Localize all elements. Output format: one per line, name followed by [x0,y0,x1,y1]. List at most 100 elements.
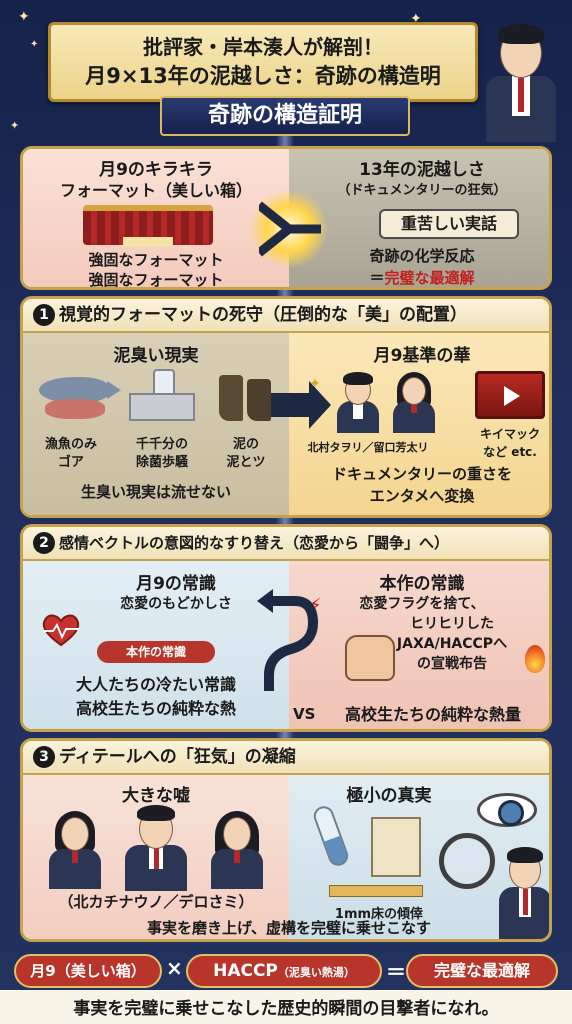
merge-arrow-icon [259,201,321,257]
section2-right-line4: の宣戦布告 [417,656,487,672]
equation-term1: 月9（美しい箱） [14,954,162,988]
section1-number: 1 [33,304,55,326]
bottle-label2: 除菌歩騒 [135,455,188,470]
notebook-icon [371,817,421,877]
flame-icon [525,645,545,673]
boot-icon [247,379,271,421]
this-work-pill: 本作の常識 [97,641,215,663]
section2-right-footer: 高校生たちの純粋な熱量 [344,705,521,724]
title-banner: 批評家・岸本湊人が解剖！ 月9×13年の泥越しさ：奇跡の構造明 [48,22,478,102]
fish-label1: 漁魚のみ [44,437,97,452]
title-line1: 批評家・岸本湊人が解剖！ [143,35,383,59]
student-girl-illustration [45,809,105,889]
star-icon: ✦ [410,11,422,27]
section2-number: 2 [33,532,55,554]
section1-right: 月9基準の華 ✦ 北村タヲリ／留口芳太リ キイマック など etc. ドキュメン… [289,333,549,515]
intro-left: 月9のキラキラ フォーマット（美しい箱） 強固なフォーマット 強固なフォーマット [23,149,289,287]
section1-heading-text: 視覚的フォーマットの死守（圧倒的な「美」の配置） [59,305,467,325]
section2-right-line2: ヒリヒリした [410,616,494,632]
intro-left-title1: 月9のキラキラ [99,160,213,180]
meat-icon [45,399,105,419]
video-screen-icon [475,371,545,419]
perfect-solution-text: 完璧な最適解 [384,269,475,287]
section2-heading-text: 感情ベクトルの意図的なすり替え（恋愛から「闘争」へ） [59,534,450,552]
intro-right: 13年の泥越しさ （ドキュメンタリーの狂気） 重苦しい実話 奇跡の化学反応 ＝完… [289,149,549,287]
equation-op2: ＝ [386,960,406,984]
section1-right-footer1: ドキュメンタリーの重さを [331,465,512,483]
eye-icon [477,793,537,827]
star-icon: ✦ [10,119,20,132]
ruler-icon [329,885,423,897]
footer-bar [0,990,572,1024]
actress-illustration [389,371,439,433]
student-girl-illustration [207,809,267,889]
stage-curtain-icon [83,205,213,247]
intro-left-title2: フォーマット（美しい箱） [59,181,252,200]
section3-left-title: 大きな嘘 [122,786,190,806]
intro-right-title2: （ドキュメンタリーの狂気） [337,183,507,198]
intro-right-line2: ＝完璧な最適解 [289,267,549,287]
fist-icon [345,635,395,681]
section3-left-names: （北カチナウノ／デロさミ） [58,893,254,911]
section2-left-line1: 大人たちの冷たい常識 [75,675,236,694]
intro-right-title1: 13年の泥越しさ [359,160,485,180]
bottle-label1: 千千分の [135,437,188,452]
intro-panel: 月9のキラキラ フォーマット（美しい箱） 強固なフォーマット 強固なフォーマット… [20,146,552,290]
student-boy-illustration [121,801,191,891]
equation-op1: × [166,956,183,980]
tray-icon [129,393,195,421]
footer-text: 事実を完璧に乗せこなした歴史的瞬間の目撃者になれ。 [73,999,499,1019]
intro-right-line1: 奇跡の化学反応 [369,247,475,265]
section2-right-line3: JAXA/HACCPへ [396,636,508,652]
section1-left-title: 泥臭い現実 [113,346,199,366]
section1-left-footer: 生臭い現実は流せない [80,483,231,501]
equation-term2: HACCP（泥臭い熱湯） [186,954,382,988]
section2-right-line1: 恋愛フラグを捨て、 [359,596,485,612]
section3-right-title: 極小の真実 [346,786,432,806]
fish-icon [39,377,121,403]
section1-right-title: 月9基準の華 [373,346,471,366]
section3-right: 極小の真実 1mm床の傾倖 [289,775,549,939]
star-icon: ✦ [30,39,39,50]
heavy-story-tag: 重苦しい実話 [379,209,519,239]
section3-number: 3 [33,746,55,768]
equation-result: 完璧な最適解 [406,954,558,988]
section3-heading-text: ディテールへの「狂気」の凝縮 [59,747,296,767]
section3-right-caption: 1mm床の傾倖 [334,907,424,922]
fish-label2: ゴア [57,455,84,470]
section1-left: 泥臭い現実 漁魚のみ ゴア 千千分の 除菌歩騒 泥の 泥とツ 生臭い現実は流せな… [23,333,289,515]
section2-right-title: 本作の常識 [379,574,465,594]
tv-label2: など etc. [483,445,537,459]
section3-left: 大きな嘘 （北カチナウノ／デロさミ） [23,775,289,939]
presenter-illustration [495,841,549,939]
boots-label2: 泥とツ [226,455,266,470]
boots-label1: 泥の [232,437,259,452]
test-tube-icon [311,803,351,869]
heart-icon [42,614,80,647]
tv-label1: キイマック [479,427,540,441]
intro-left-line2: 強固なフォーマット [88,271,224,289]
boot-icon [219,375,243,421]
equation-term2-sub: （泥臭い熱湯） [277,966,355,979]
swap-arrow-icon [257,589,319,691]
actor-male-illustration [333,371,383,433]
presenter-illustration [476,20,566,142]
section3-footer: 事実を磨き上げ、虚構を完璧に乗せこなす [147,919,431,937]
actor-names: 北村タヲリ／留口芳太リ [307,441,429,454]
equation-term2-main: HACCP [213,961,278,981]
section2-left: 月9の常識 恋愛のもどかしさ 本作の常識 大人たちの冷たい常識 高校生たちの純粋… [23,561,289,729]
vs-label: VS [293,705,316,723]
section2-left-line2: 高校生たちの純粋な熱 [75,699,236,718]
section2-left-title: 月9の常識 [136,574,216,594]
section2-left-sub: 恋愛のもどかしさ [120,596,232,612]
equals-sign: ＝ [369,269,385,287]
title-line2: 月9×13年の泥越しさ：奇跡の構造明 [85,64,441,88]
section1-right-footer2: エンタメへ変換 [369,487,475,505]
right-arrow-icon [271,381,331,429]
